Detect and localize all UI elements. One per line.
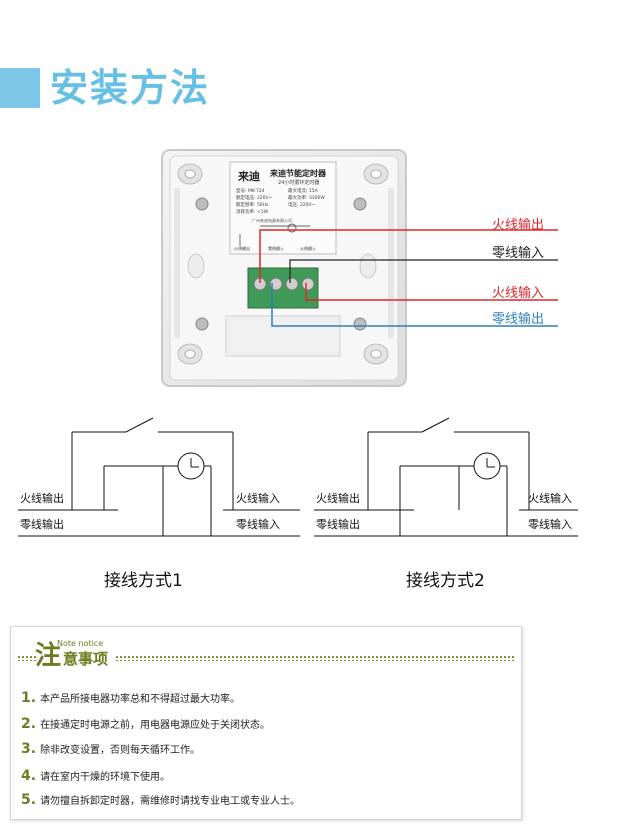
notice-divider-right — [115, 655, 515, 661]
notice-item-text: 除非改变设置，否则每天循环工作。 — [40, 745, 201, 756]
terminal-label-3: 火线输入 — [300, 246, 316, 251]
notice-item-number: 1. — [21, 690, 37, 706]
device-spec-left: 型号: MK-724 额定电压: 220V~ 额定频率: 50Hz 消耗功率: … — [236, 188, 272, 216]
diagram-2-caption: 接线方式2 — [406, 571, 485, 591]
device-subtitle: 24小时循环定时器 — [278, 180, 320, 186]
terminal-label-1: 火线输出 — [234, 246, 250, 251]
spec-line: 型号: MK-724 — [236, 189, 265, 194]
diagram-1-right-top: 火线输入 — [236, 492, 280, 505]
notice-item: 1.本产品所接电器功率总和不得超过最大功率。 — [21, 687, 240, 706]
header-accent-bar — [0, 68, 40, 108]
spec-line: 最大电流: 15A — [288, 189, 318, 194]
notice-item-number: 5. — [21, 792, 37, 808]
spec-line: 最大功率: 3300W — [288, 196, 325, 201]
notice-item: 2.在接通定时电源之前，用电器电源应处于关闭状态。 — [21, 713, 270, 732]
spec-line: 电压: 220V~ — [288, 203, 316, 208]
wiring-diagram-2: 火线输出 零线输出 火线输入 零线输入 接线方式2 — [314, 410, 614, 600]
notice-divider-left — [17, 655, 37, 661]
notice-item: 5.请勿擅自拆卸定时器，需维修时请找专业电工或专业人士。 — [21, 789, 300, 808]
terminal-label-2: 零线输入 — [268, 246, 284, 251]
diagram-2-right-bottom: 零线输入 — [528, 518, 572, 531]
notice-item-number: 2. — [21, 716, 37, 732]
notice-item-text: 在接通定时电源之前，用电器电源应处于关闭状态。 — [40, 720, 271, 731]
wire-label-neutral-in: 零线输入 — [492, 246, 545, 261]
wiring-diagram-1-lines — [18, 417, 300, 537]
diagram-1-right-bottom: 零线输入 — [236, 518, 280, 531]
wire-label-live-in: 火线输入 — [492, 286, 545, 301]
notice-item-number: 4. — [21, 768, 37, 784]
device-product: 来迪节能定时器 — [270, 169, 326, 178]
wire-live-out — [259, 229, 558, 283]
notice-title-big: 注 — [35, 641, 62, 671]
notice-box: 注 意事项 Note notice 1.本产品所接电器功率总和不得超过最大功率。… — [10, 626, 522, 820]
notice-title-en: Note notice — [57, 639, 104, 648]
device-footer: 广州来迪电器有限公司 — [252, 218, 292, 223]
device-brand: 来迪 — [238, 170, 260, 183]
timer-device: 来迪 来迪节能定时器 24小时循环定时器 型号: MK-724 额定电压: 22… — [160, 148, 408, 388]
wire-neutral-in — [289, 259, 558, 283]
section-header: 安装方法 — [0, 60, 620, 120]
notice-item-text: 请勿擅自拆卸定时器，需维修时请找专业电工或专业人士。 — [40, 796, 301, 807]
wire-lines — [259, 229, 558, 327]
diagram-1-left-bottom: 零线输出 — [20, 518, 64, 531]
wire-live-in — [305, 283, 558, 301]
wire-label-neutral-out: 零线输出 — [492, 312, 545, 327]
wire-neutral-out — [271, 283, 558, 327]
page-title: 安装方法 — [50, 66, 211, 110]
notice-item-text: 本产品所接电器功率总和不得超过最大功率。 — [40, 694, 241, 705]
notice-item: 3.除非改变设置，否则每天循环工作。 — [21, 738, 200, 757]
wire-label-live-out: 火线输出 — [492, 218, 545, 233]
timer-device-drawing — [161, 149, 407, 387]
diagram-2-right-top: 火线输入 — [528, 492, 572, 505]
notice-item: 4.请在室内干燥的环境下使用。 — [21, 765, 170, 784]
diagram-1-caption: 接线方式1 — [104, 571, 183, 591]
diagram-2-left-top: 火线输出 — [316, 492, 360, 505]
spec-line: 额定电压: 220V~ — [236, 196, 273, 201]
wiring-diagram-2-lines — [314, 417, 578, 537]
diagram-2-left-bottom: 零线输出 — [316, 518, 360, 531]
wiring-diagram-1: 火线输出 零线输出 火线输入 零线输入 接线方式1 — [18, 410, 318, 600]
diagram-1-left-top: 火线输出 — [20, 492, 64, 505]
spec-line: 额定频率: 50Hz — [236, 203, 269, 208]
notice-item-number: 3. — [21, 741, 37, 757]
device-spec-right: 最大电流: 15A 最大功率: 3300W 电压: 220V~ — [288, 188, 325, 209]
notice-item-text: 请在室内干燥的环境下使用。 — [40, 772, 171, 783]
spec-line: 消耗功率: <1W — [236, 210, 269, 215]
notice-title-rest: 意事项 — [63, 650, 109, 668]
